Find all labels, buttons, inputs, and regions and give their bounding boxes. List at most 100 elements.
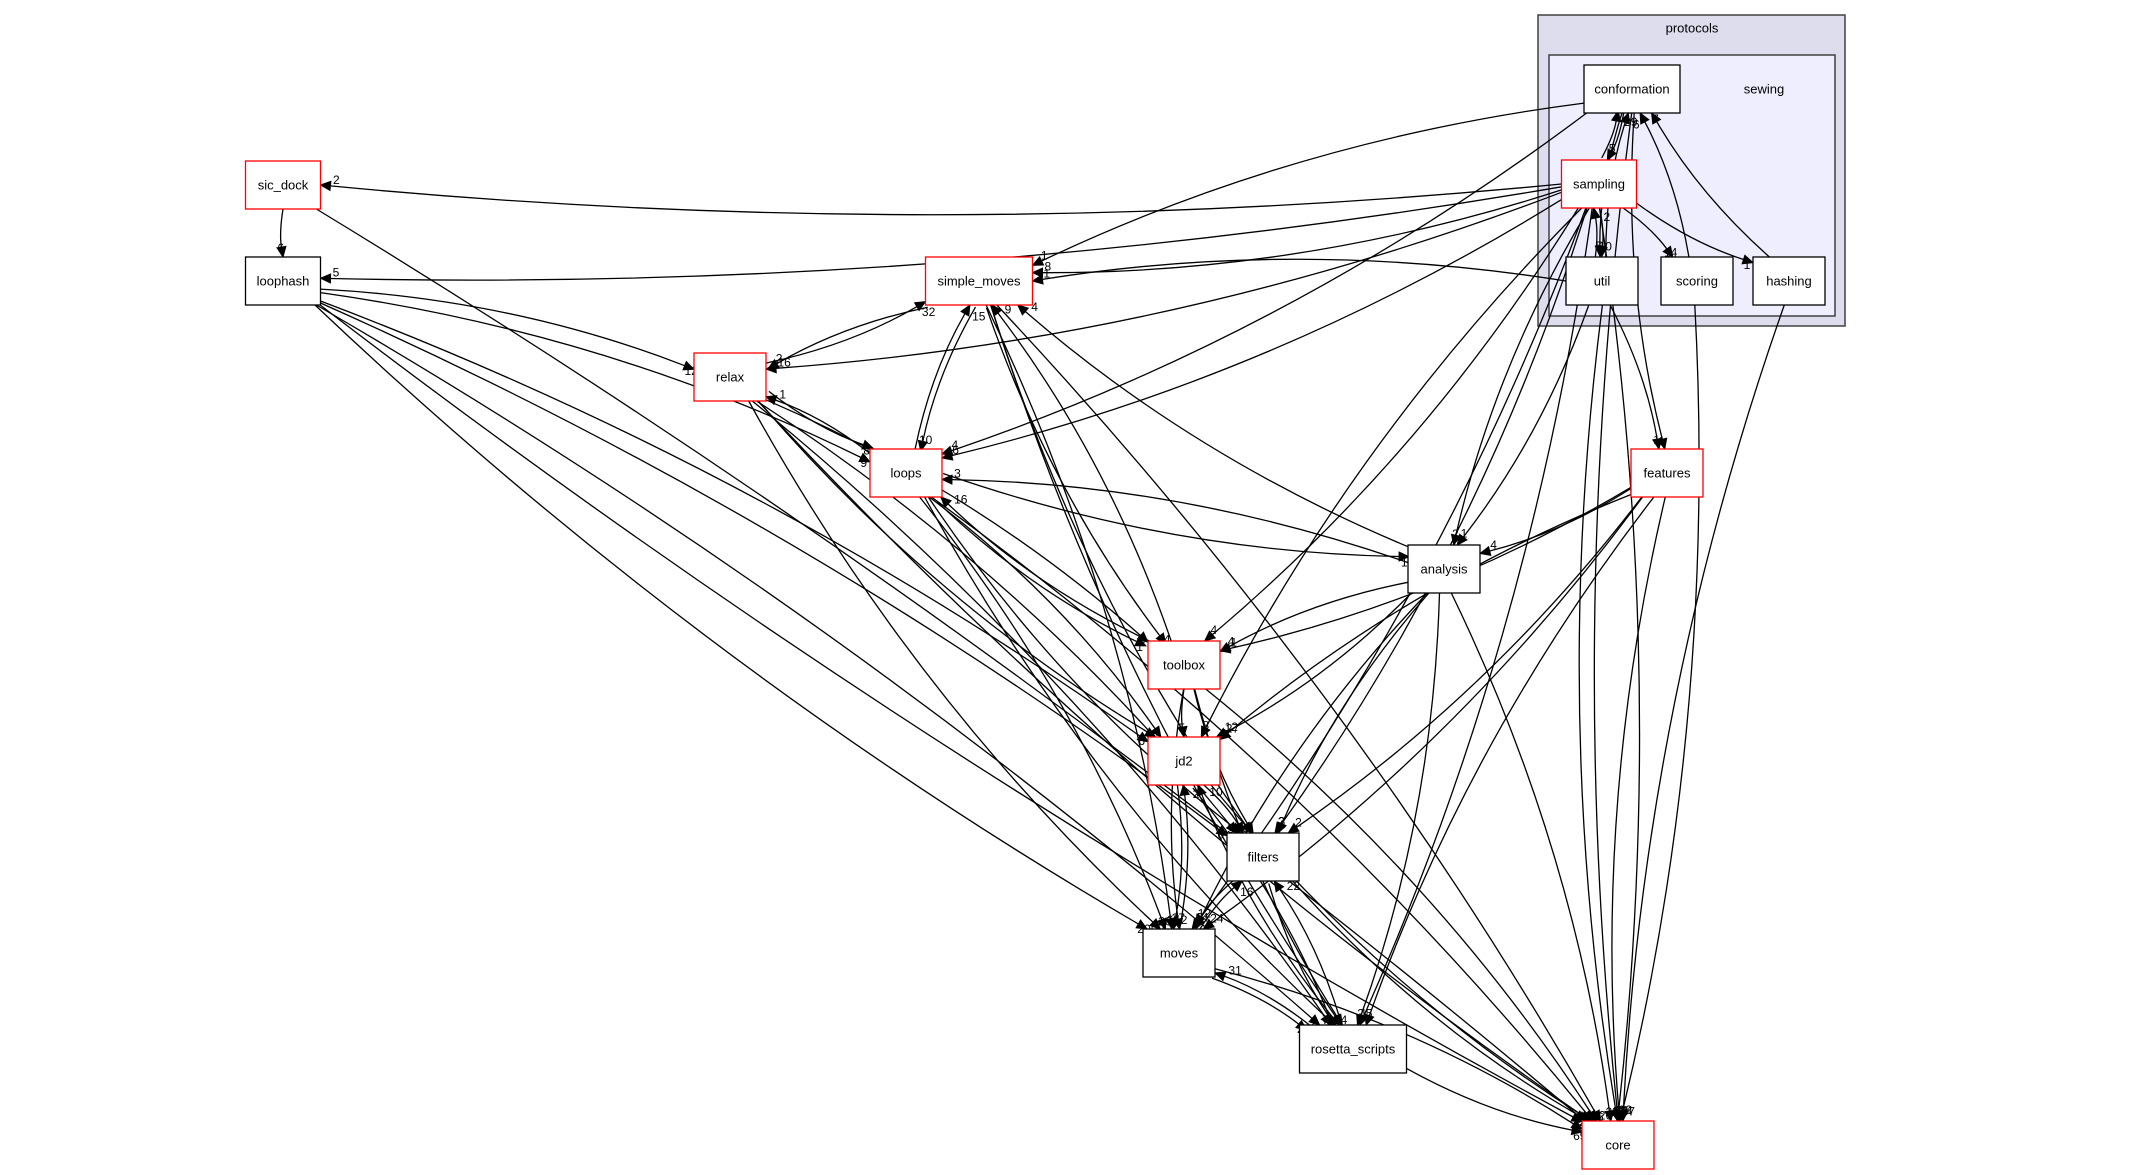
edge-loophash-to-core[interactable] xyxy=(319,304,1574,1118)
edge-relax-to-toolbox[interactable] xyxy=(765,399,1141,636)
edge-label-features-to-analysis[interactable]: 4 xyxy=(1490,538,1497,552)
edge-sampling-to-moves[interactable] xyxy=(1197,207,1587,922)
edge-label-util-to-analysis[interactable]: 1 xyxy=(1461,526,1468,540)
edge-conformation-to-simple_moves[interactable] xyxy=(1041,102,1585,262)
node-rosetta_scripts[interactable]: rosetta_scripts xyxy=(1298,1024,1408,1074)
node-jd2[interactable]: jd2 xyxy=(1147,736,1221,786)
edge-sampling-to-scoring[interactable] xyxy=(1622,207,1668,250)
node-loops-box[interactable] xyxy=(869,448,943,498)
edge-analysis-to-loops[interactable] xyxy=(951,478,1409,564)
node-sampling-box[interactable] xyxy=(1560,159,1638,209)
edge-analysis-to-core[interactable] xyxy=(1450,592,1611,1112)
edge-util-to-sampling[interactable] xyxy=(1594,217,1598,258)
edge-label-loophash-to-rosetta_scripts[interactable]: 2 xyxy=(1310,1016,1317,1030)
edge-label-loops-to-relax[interactable]: 1 xyxy=(779,387,786,401)
node-sampling[interactable]: sampling xyxy=(1560,159,1638,209)
edge-label-loops-to-analysis[interactable]: 1 xyxy=(1401,556,1408,570)
node-features[interactable]: features xyxy=(1630,448,1704,498)
edge-label-moves-to-jd2[interactable]: 2 xyxy=(1193,787,1200,801)
node-filters-label[interactable]: filters xyxy=(1247,850,1279,865)
edge-simple_moves-to-relax[interactable] xyxy=(776,306,928,365)
edge-label-analysis-to-loops[interactable]: 3 xyxy=(954,467,961,481)
edge-analysis-to-jd2[interactable] xyxy=(1225,592,1412,733)
node-filters[interactable]: filters xyxy=(1226,832,1300,882)
edge-jd2-to-filters[interactable] xyxy=(1203,784,1239,825)
edge-label-toolbox-to-core[interactable]: 72 xyxy=(1588,1109,1602,1123)
edge-label-relax-to-rosetta_scripts[interactable]: 7 xyxy=(1322,1013,1329,1027)
edge-toolbox-to-core[interactable] xyxy=(1205,688,1592,1113)
edge-label-simple_moves-to-relax[interactable]: 2 xyxy=(776,352,783,366)
node-scoring-label[interactable]: scoring xyxy=(1676,274,1718,289)
node-sic_dock-box[interactable] xyxy=(244,160,322,210)
edge-jd2-to-moves[interactable] xyxy=(1174,784,1183,920)
edge-features-to-core[interactable] xyxy=(1611,496,1666,1112)
edge-label-sampling-to-loops[interactable]: 6 xyxy=(952,443,959,457)
node-analysis-label[interactable]: analysis xyxy=(1421,562,1468,577)
edge-label-analysis-to-simple_moves[interactable]: 4 xyxy=(1031,300,1038,314)
node-core[interactable]: core xyxy=(1581,1120,1655,1170)
node-core-label[interactable]: core xyxy=(1605,1138,1630,1153)
edge-sampling-to-sic_dock[interactable] xyxy=(330,183,1562,216)
edge-simple_moves-to-loops[interactable] xyxy=(922,306,977,442)
edge-sic_dock-to-loophash[interactable] xyxy=(279,208,284,248)
edge-hashing-to-conformation[interactable] xyxy=(1656,121,1770,258)
edge-label-loops-to-filters[interactable]: 5 xyxy=(1231,825,1238,839)
edge-label-sampling-to-simple_moves[interactable]: 8 xyxy=(1045,260,1052,274)
edge-label-sampling-to-rosetta_scripts[interactable]: 1 xyxy=(1360,1006,1367,1020)
edge-moves-to-rosetta_scripts[interactable] xyxy=(1211,977,1300,1025)
edge-scoring-to-conformation[interactable] xyxy=(1644,121,1690,258)
edge-label-relax-to-simple_moves[interactable]: 32 xyxy=(922,305,936,319)
edge-loophash-to-relax[interactable] xyxy=(320,288,685,367)
node-relax-box[interactable] xyxy=(693,352,767,402)
edge-label-relax-to-toolbox[interactable]: 3 xyxy=(1139,633,1146,647)
edge-label-features-to-jd2[interactable]: 27 xyxy=(1226,722,1240,736)
node-simple_moves[interactable]: simple_moves xyxy=(924,256,1034,306)
edge-loops-to-analysis[interactable] xyxy=(942,472,1400,558)
node-hashing-box[interactable] xyxy=(1752,256,1826,306)
node-conformation[interactable]: conformation xyxy=(1583,64,1681,114)
edge-label-features-to-filters[interactable]: 2 xyxy=(1295,815,1302,829)
node-relax-label[interactable]: relax xyxy=(716,370,745,385)
edge-loophash-to-loops[interactable] xyxy=(320,291,862,459)
edge-sic_dock-to-core[interactable] xyxy=(316,208,1578,1116)
edge-sampling-to-relax[interactable] xyxy=(775,191,1562,369)
edge-features-to-filters[interactable] xyxy=(1296,496,1643,828)
edge-rosetta_scripts-to-filters[interactable] xyxy=(1279,888,1343,1026)
node-features-box[interactable] xyxy=(1630,448,1704,498)
edge-util-to-core[interactable] xyxy=(1578,304,1617,1112)
edge-util-to-simple_moves[interactable] xyxy=(1042,258,1567,282)
node-jd2-box[interactable] xyxy=(1147,736,1221,786)
edge-label-relax-to-loops[interactable]: 8 xyxy=(863,443,870,457)
node-hashing[interactable]: hashing xyxy=(1752,256,1826,306)
edge-sampling-to-hashing[interactable] xyxy=(1636,202,1744,261)
edge-loops-to-filters[interactable] xyxy=(927,496,1234,828)
edge-label-simple_moves-to-core[interactable]: 426 xyxy=(1592,1108,1612,1122)
edge-label-analysis-to-filters[interactable]: 3 xyxy=(1279,814,1286,828)
edge-loops-to-simple_moves[interactable] xyxy=(914,313,966,450)
edge-label-loops-to-toolbox[interactable]: 1 xyxy=(1136,640,1143,654)
edge-label-features-to-rosetta_scripts[interactable]: 5 xyxy=(1366,1007,1373,1021)
edge-label-jd2-to-filters[interactable]: 1 xyxy=(1235,820,1242,834)
edge-util-to-features[interactable] xyxy=(1609,304,1658,440)
edge-label-simple_moves-to-loops[interactable]: 10 xyxy=(919,433,933,447)
edge-simple_moves-to-moves[interactable] xyxy=(985,304,1172,920)
edge-hashing-to-core[interactable] xyxy=(1622,304,1785,1112)
edge-features-to-rosetta_scripts[interactable] xyxy=(1368,496,1655,1016)
edge-analysis-to-simple_moves[interactable] xyxy=(1024,311,1409,548)
edge-label-simple_moves-to-rosetta_scripts[interactable]: 1 xyxy=(1333,1013,1340,1027)
node-jd2-label[interactable]: jd2 xyxy=(1174,754,1192,769)
node-loophash-box[interactable] xyxy=(244,256,322,306)
edge-simple_moves-to-rosetta_scripts[interactable] xyxy=(990,304,1337,1018)
edge-label-sampling-to-sic_dock[interactable]: 2 xyxy=(333,173,340,187)
node-toolbox[interactable]: toolbox xyxy=(1147,640,1221,690)
edge-rosetta_scripts-to-moves[interactable] xyxy=(1224,975,1310,1026)
edge-moves-to-jd2[interactable] xyxy=(1178,794,1189,930)
edge-analysis-to-rosetta_scripts[interactable] xyxy=(1360,592,1441,1016)
edge-label-toolbox-to-moves[interactable]: 12 xyxy=(1174,913,1188,927)
edge-label-toolbox-to-simple_moves[interactable]: 9 xyxy=(1005,302,1012,316)
edge-label-features-to-toolbox[interactable]: 1 xyxy=(1231,636,1238,650)
edge-label-loops-to-simple_moves[interactable]: 15 xyxy=(972,310,986,324)
node-loops-label[interactable]: loops xyxy=(890,466,922,481)
edge-features-to-jd2[interactable] xyxy=(1227,493,1632,734)
edge-label-sic_dock-to-loophash[interactable]: 6 xyxy=(278,241,285,255)
